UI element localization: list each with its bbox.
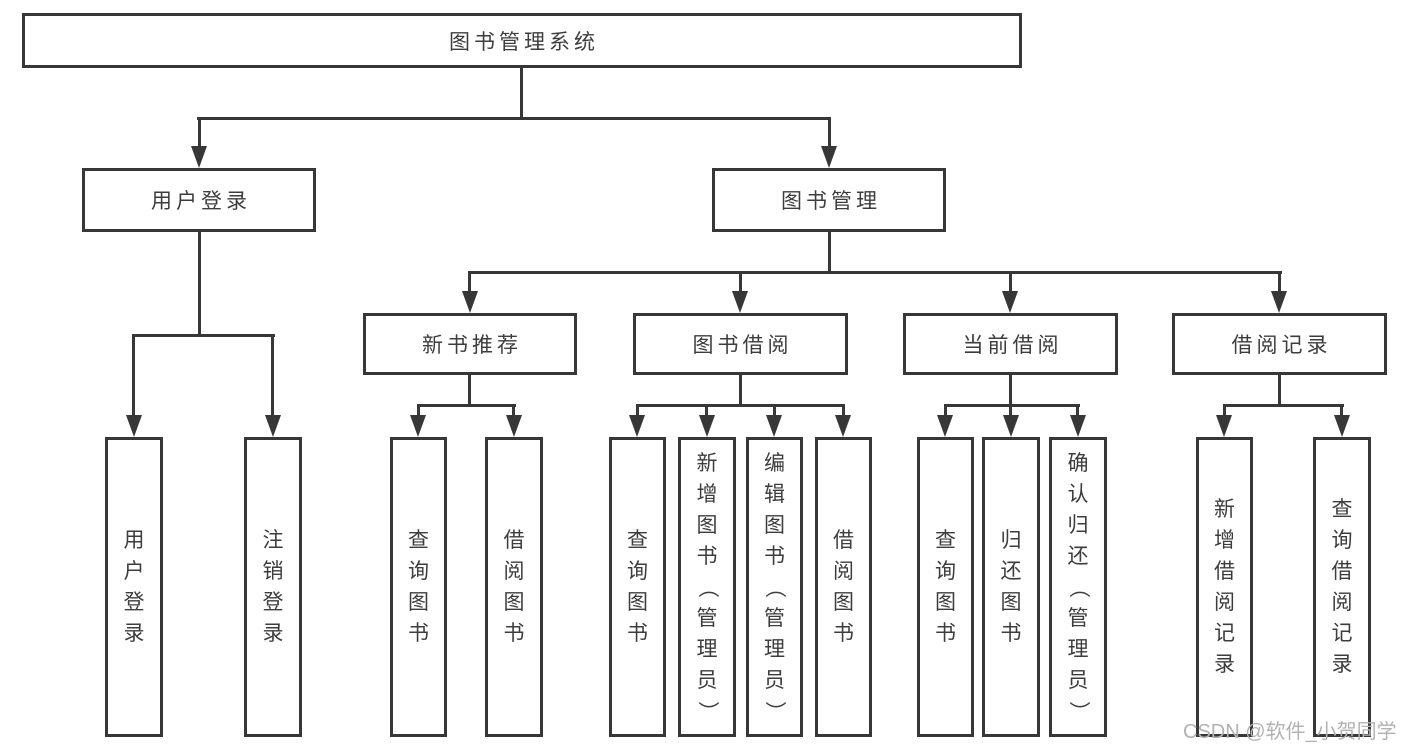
connector-line xyxy=(1009,404,1012,418)
node-book-management: 图书管理 xyxy=(712,168,946,232)
node-label: 归还图书 xyxy=(1000,529,1022,645)
leaf-query-books-current: 查询图书 xyxy=(917,437,974,737)
leaf-logout: 注销登录 xyxy=(244,437,302,737)
connector-line xyxy=(1009,375,1012,406)
watermark: CSDN @软件_小贺同学 xyxy=(1183,721,1397,743)
connector-line xyxy=(842,404,845,418)
connector-line xyxy=(417,404,420,418)
connector-line xyxy=(468,375,471,406)
connector-line xyxy=(1278,375,1281,406)
node-new-book-recommend: 新书推荐 xyxy=(363,313,577,375)
connector-line xyxy=(739,271,742,293)
connector-line xyxy=(636,404,639,418)
arrow-down-icon xyxy=(1070,415,1086,437)
arrow-down-icon xyxy=(699,415,715,437)
connector-line xyxy=(773,404,776,418)
arrow-down-icon xyxy=(766,415,782,437)
connector-line xyxy=(271,334,274,418)
connector-line xyxy=(1223,404,1344,407)
arrow-down-icon xyxy=(265,415,281,437)
connector-line xyxy=(132,334,135,418)
connector-line xyxy=(1278,271,1281,293)
node-label: 查询借阅记录 xyxy=(1331,498,1353,676)
node-label: 注销登录 xyxy=(262,529,284,645)
connector-line xyxy=(636,404,845,407)
node-label: 图书借阅 xyxy=(692,334,793,357)
node-label: 图书管理 xyxy=(781,190,881,213)
node-label: 图书管理系统 xyxy=(449,30,599,54)
arrow-down-icon xyxy=(1334,415,1350,437)
node-label: 确认归还（管理员） xyxy=(1066,451,1090,722)
node-label: 用户登录 xyxy=(123,529,145,645)
arrow-down-icon xyxy=(937,415,953,437)
node-label: 新增图书（管理员） xyxy=(695,451,719,722)
arrow-down-icon xyxy=(835,415,851,437)
leaf-user-login: 用户登录 xyxy=(105,437,163,737)
arrow-down-icon xyxy=(410,415,426,437)
connector-line xyxy=(520,68,523,119)
arrow-down-icon xyxy=(1002,291,1018,313)
arrow-down-icon xyxy=(629,415,645,437)
node-label: 查询图书 xyxy=(935,529,956,645)
node-label: 编辑图书（管理员） xyxy=(763,451,786,722)
leaf-borrow-books-recommend: 借阅图书 xyxy=(485,437,543,737)
leaf-return-book: 归还图书 xyxy=(982,437,1040,737)
node-label: 新书推荐 xyxy=(422,334,522,357)
leaf-edit-book-admin: 编辑图书（管理员） xyxy=(746,437,803,737)
connector-line xyxy=(197,117,831,120)
connector-line xyxy=(1009,271,1012,293)
node-label: 借阅记录 xyxy=(1231,334,1332,357)
node-book-borrowing: 图书借阅 xyxy=(633,313,848,375)
connector-line xyxy=(705,404,708,418)
leaf-query-books-recommend: 查询图书 xyxy=(390,437,447,737)
connector-line xyxy=(1223,404,1226,418)
node-borrowing-records: 借阅记录 xyxy=(1172,313,1387,375)
connector-line xyxy=(417,404,516,407)
node-label: 查询图书 xyxy=(408,529,429,645)
connector-line xyxy=(198,117,201,148)
leaf-borrow-books-borrowing: 借阅图书 xyxy=(815,437,872,737)
arrow-down-icon xyxy=(1271,291,1287,313)
arrow-down-icon xyxy=(462,291,478,313)
arrow-down-icon xyxy=(191,146,207,168)
leaf-query-borrow-record: 查询借阅记录 xyxy=(1313,437,1371,737)
node-label: 借阅图书 xyxy=(833,529,854,645)
connector-line xyxy=(828,232,831,273)
connector-line xyxy=(468,271,1282,274)
node-current-borrowing: 当前借阅 xyxy=(903,313,1118,375)
leaf-confirm-return-admin: 确认归还（管理员） xyxy=(1049,437,1107,737)
connector-line xyxy=(1340,404,1343,418)
connector-line xyxy=(828,117,831,148)
leaf-query-books-borrowing: 查询图书 xyxy=(609,437,666,737)
node-label: 用户登录 xyxy=(151,190,251,213)
connector-line xyxy=(512,404,515,418)
connector-line xyxy=(132,334,275,337)
node-user-login: 用户登录 xyxy=(82,168,316,232)
arrow-down-icon xyxy=(506,415,522,437)
node-label: 查询图书 xyxy=(627,529,648,645)
arrow-down-icon xyxy=(821,146,837,168)
connector-line xyxy=(944,404,947,418)
leaf-add-borrow-record: 新增借阅记录 xyxy=(1196,437,1253,737)
node-label: 借阅图书 xyxy=(503,529,525,645)
node-library-system: 图书管理系统 xyxy=(22,13,1022,68)
connector-line xyxy=(739,375,742,406)
arrow-down-icon xyxy=(732,291,748,313)
arrow-down-icon xyxy=(1216,415,1232,437)
leaf-add-book-admin: 新增图书（管理员） xyxy=(678,437,736,737)
node-label: 新增借阅记录 xyxy=(1214,498,1235,676)
arrow-down-icon xyxy=(126,415,142,437)
connector-line xyxy=(1076,404,1079,418)
connector-line xyxy=(944,404,1080,407)
connector-line xyxy=(198,232,201,336)
arrow-down-icon xyxy=(1003,415,1019,437)
connector-line xyxy=(468,271,471,293)
node-label: 当前借阅 xyxy=(962,334,1063,357)
